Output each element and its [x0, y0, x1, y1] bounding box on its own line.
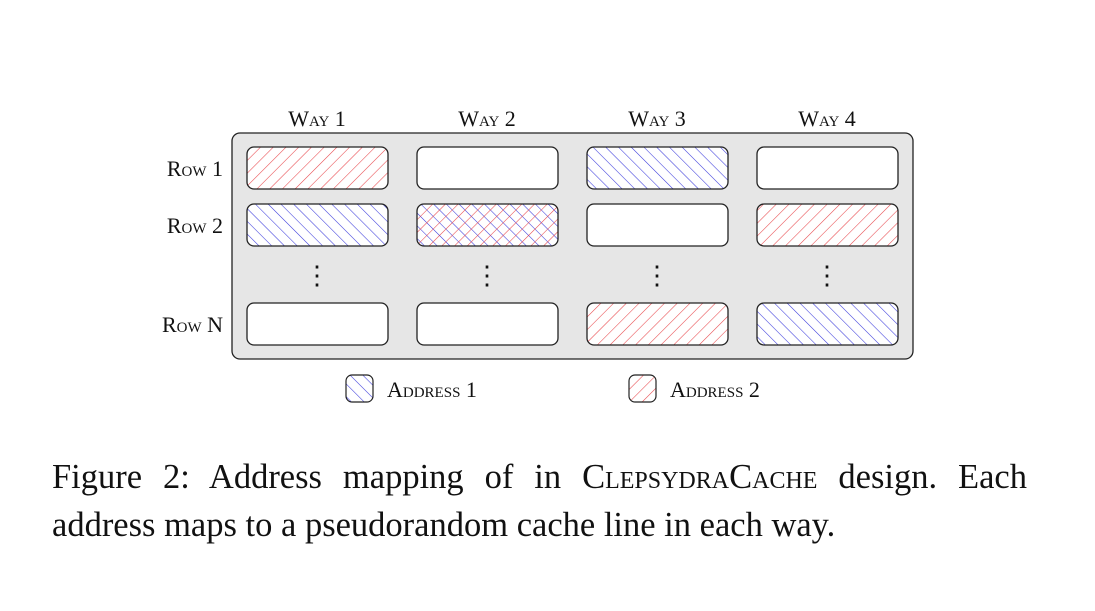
cache-line-border — [416, 302, 559, 346]
row-2-label: Row 2 — [167, 213, 223, 238]
cache-line-border — [756, 146, 899, 190]
way-2-header: Way 2 — [458, 106, 516, 131]
cache-line-row-2-way-4 — [756, 203, 899, 247]
cache-cells — [246, 146, 899, 346]
way-1-header: Way 1 — [288, 106, 346, 131]
caption-system-name: ClepsydraCache — [582, 458, 818, 496]
cache-line-background — [417, 147, 558, 189]
cache-line-row-1-way-3 — [586, 146, 729, 190]
cache-line-hatch — [247, 147, 388, 189]
way-4-header: Way 4 — [798, 106, 856, 131]
ellipsis-way-3: ⋮ — [644, 261, 670, 290]
cache-line-hatch — [587, 147, 728, 189]
cache-line-row-n-way-1 — [246, 302, 389, 346]
cache-line-border — [756, 203, 899, 247]
legend: Address 1 Address 2 — [345, 374, 760, 403]
cache-line-border — [246, 302, 389, 346]
cache-mapping-diagram: Way 1 Way 2 Way 3 Way 4 Row 1 Row 2 Row … — [162, 106, 914, 403]
legend-swatch-address-2 — [628, 374, 657, 403]
cache-line-background — [757, 147, 898, 189]
cache-line-row-2-way-3 — [586, 203, 729, 247]
cache-line-row-n-way-2 — [416, 302, 559, 346]
row-1-label: Row 1 — [167, 156, 223, 181]
cache-line-row-2-way-1 — [246, 203, 389, 247]
ellipsis-way-1: ⋮ — [304, 261, 330, 290]
legend-swatch-address-1 — [345, 374, 374, 403]
cache-line-hatch — [417, 204, 558, 246]
cache-line-border — [586, 302, 729, 346]
cache-line-row-2-way-2 — [416, 203, 559, 247]
way-headers: Way 1 Way 2 Way 3 Way 4 — [288, 106, 856, 131]
cache-line-border — [246, 146, 389, 190]
legend-label-address-2: Address 2 — [670, 377, 760, 402]
caption-suffix: design. Each address maps to a pseudoran… — [52, 458, 1027, 544]
cache-line-hatch — [587, 303, 728, 345]
ellipsis-row: ⋮ ⋮ ⋮ ⋮ — [304, 261, 840, 290]
cache-line-row-1-way-4 — [756, 146, 899, 190]
cache-line-background — [587, 204, 728, 246]
row-labels: Row 1 Row 2 Row N — [162, 156, 223, 337]
cache-line-border — [586, 203, 729, 247]
cache-panel — [231, 132, 914, 360]
cache-line-border — [246, 203, 389, 247]
cache-line-hatch — [757, 303, 898, 345]
cache-line-row-n-way-3 — [586, 302, 729, 346]
cache-line-border — [416, 146, 559, 190]
ellipsis-way-4: ⋮ — [814, 261, 840, 290]
cache-line-border — [416, 203, 559, 247]
cache-line-background — [417, 303, 558, 345]
ellipsis-way-2: ⋮ — [474, 261, 500, 290]
cache-line-row-1-way-2 — [416, 146, 559, 190]
figure-caption: Figure 2: Address mapping of in Clepsydr… — [52, 453, 1027, 549]
cache-line-border — [586, 146, 729, 190]
cache-line-hatch — [247, 204, 388, 246]
row-n-label: Row N — [162, 312, 223, 337]
cache-line-row-1-way-1 — [246, 146, 389, 190]
cache-line-row-n-way-4 — [756, 302, 899, 346]
legend-label-address-1: Address 1 — [387, 377, 477, 402]
cache-line-hatch — [757, 204, 898, 246]
cache-line-background — [247, 303, 388, 345]
caption-prefix: Figure 2: Address mapping of in — [52, 458, 583, 496]
cache-line-border — [756, 302, 899, 346]
way-3-header: Way 3 — [628, 106, 686, 131]
